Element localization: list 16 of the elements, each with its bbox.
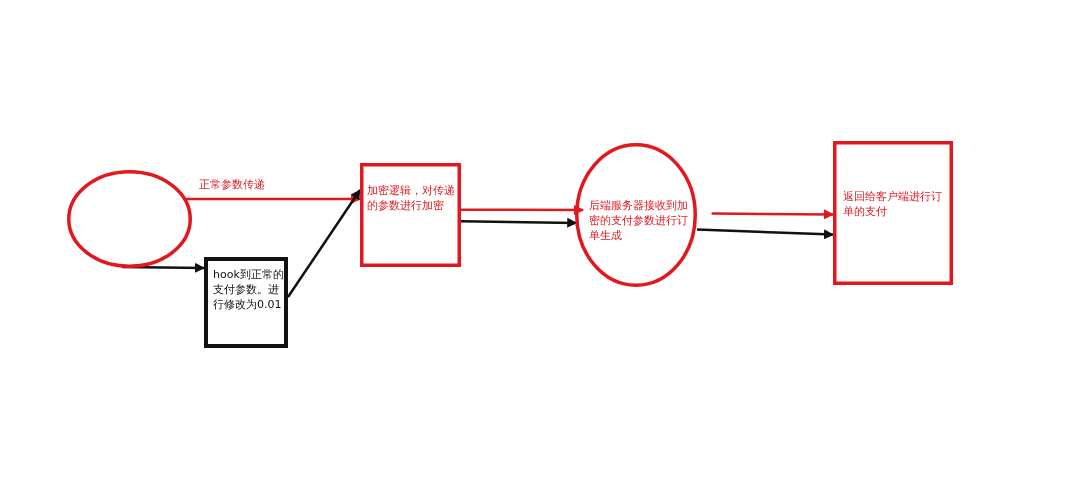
process-box (833, 141, 953, 285)
ellipse-node (67, 170, 192, 268)
edge-label: 正常参数传递 (198, 178, 266, 192)
arrow (185, 194, 361, 204)
node-text: 返回给客户端进行订单的支付 (843, 189, 943, 219)
process-ellipse (575, 143, 697, 287)
node-text: 后端服务器接收到加密的支付参数进行订单生成 (589, 198, 689, 243)
process-box (204, 257, 288, 348)
node-text: 加密逻辑，对传递的参数进行加密 (367, 183, 456, 213)
node-text: hook到正常的支付参数。进行修改为0.01 (213, 267, 285, 312)
process-box (360, 163, 461, 267)
arrow (711, 209, 834, 220)
arrow (461, 204, 585, 215)
arrow (696, 228, 834, 240)
arrow (286, 189, 362, 298)
arrow (461, 217, 578, 228)
